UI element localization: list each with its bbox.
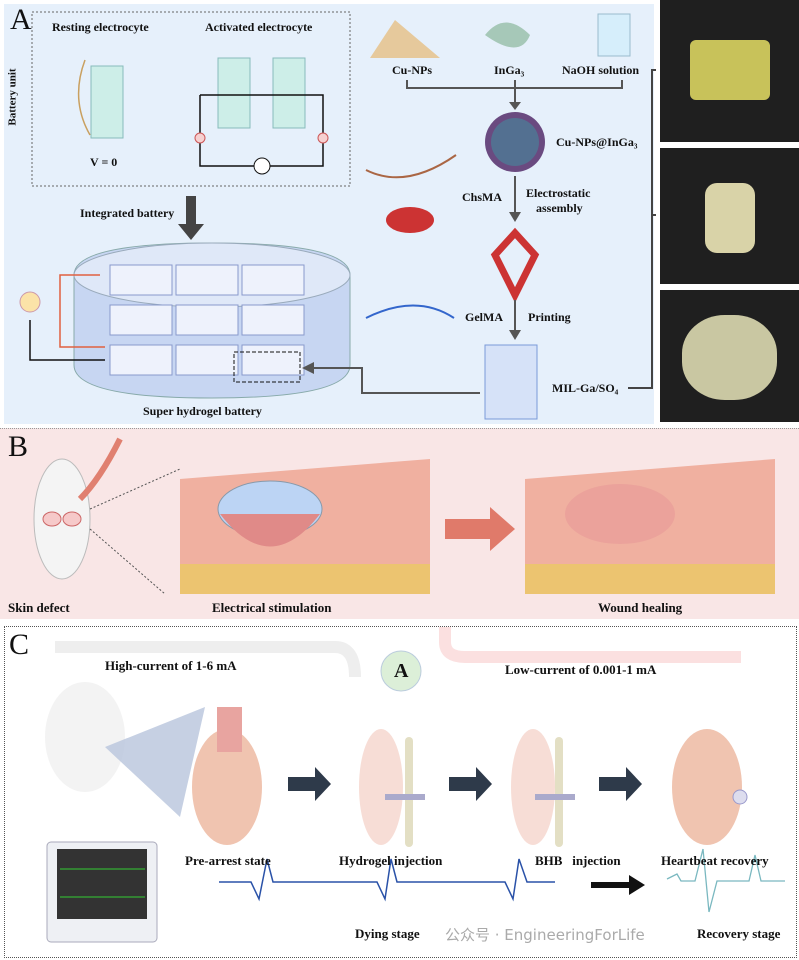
naoh-label: NaOH solution bbox=[562, 63, 640, 77]
super-battery-label: Super hydrogel battery bbox=[143, 404, 262, 418]
high-current-arrow bbox=[55, 641, 361, 678]
rat-illustration bbox=[45, 682, 125, 792]
pointer-arrow bbox=[77, 437, 123, 502]
arrow-2 bbox=[449, 767, 492, 801]
bhb-injection-label: BHB injection bbox=[535, 853, 621, 868]
electron-icon-left bbox=[194, 132, 206, 144]
cu-nps-label: Cu-NPs bbox=[392, 63, 433, 77]
panel-a: A Battery unit Resting electrocyte Activ… bbox=[0, 0, 656, 426]
heart-bhb bbox=[511, 729, 555, 845]
arrow-3 bbox=[599, 767, 642, 801]
badge-label: A bbox=[394, 660, 409, 682]
badge-circle bbox=[380, 650, 422, 692]
heartbeat-recovery-label: Heartbeat recovery bbox=[661, 853, 769, 868]
resting-label: Resting electrocyte bbox=[52, 20, 149, 34]
down-arrow bbox=[186, 196, 196, 226]
printing-label: Printing bbox=[528, 310, 571, 324]
chsma-label: ChsMA bbox=[462, 190, 503, 204]
inga3-label: InGa₃ bbox=[494, 63, 525, 77]
ecg-dying bbox=[219, 858, 555, 902]
panel-b: B Skin defect Electrical stimulation Wou… bbox=[0, 428, 799, 619]
photo-hydrogel-2 bbox=[660, 148, 799, 284]
panel-a-letter: A bbox=[10, 3, 32, 36]
electron-icon-right bbox=[317, 132, 329, 144]
return-arrow bbox=[310, 367, 480, 394]
gelma-label: GelMA bbox=[465, 310, 503, 324]
gelma-molecule bbox=[365, 304, 455, 319]
skin-defect-label: Skin defect bbox=[8, 600, 70, 615]
battery-unit-box bbox=[31, 11, 351, 187]
assembly-label: assembly bbox=[536, 201, 583, 215]
battery-unit-label: Battery unit bbox=[6, 68, 19, 126]
watermark: 公众号 · EngineeringForLife bbox=[445, 926, 645, 944]
pre-arrest-label: Pre-arrest state bbox=[185, 853, 271, 868]
heart-hydrogel bbox=[359, 729, 403, 845]
healing-label: Wound healing bbox=[598, 600, 683, 615]
recovery-stage-label: Recovery stage bbox=[697, 926, 781, 941]
resting-electrocyte bbox=[90, 65, 124, 139]
panel-b-letter: B bbox=[8, 430, 29, 463]
mil-label: MIL-Ga/SO₄ bbox=[552, 381, 619, 395]
panel-c-letter: C bbox=[9, 628, 30, 661]
load-icon bbox=[253, 157, 271, 175]
arrow-1 bbox=[288, 767, 331, 801]
heart-pre-arrest bbox=[192, 729, 262, 845]
low-current-label: Low-current of 0.001-1 mA bbox=[505, 662, 657, 677]
panel-c: C High-current of 1-6 mA A Low-current o… bbox=[4, 626, 797, 958]
activated-electrocyte-1 bbox=[217, 57, 251, 129]
inga3-droplet bbox=[485, 22, 530, 48]
recovery-arrow bbox=[591, 875, 645, 895]
chsma-molecule bbox=[365, 154, 457, 179]
photo-hydrogel-1 bbox=[660, 0, 799, 142]
rib bbox=[405, 737, 413, 847]
voltage-label: V = 0 bbox=[90, 155, 118, 169]
composite-label: Cu-NPs@InGa₃ bbox=[556, 135, 638, 149]
panel-c-graphics bbox=[45, 627, 785, 943]
ecg-recovery bbox=[666, 848, 785, 913]
panel-b-graphics bbox=[33, 437, 775, 595]
dying-stage-label: Dying stage bbox=[355, 926, 420, 941]
chsma-3d bbox=[386, 207, 434, 233]
printed-hydrogel-cube bbox=[484, 344, 538, 420]
right-arrow bbox=[445, 507, 515, 551]
stimulation-label: Electrical stimulation bbox=[212, 600, 332, 615]
low-current-arrow bbox=[439, 627, 741, 663]
battery-cells bbox=[109, 264, 305, 376]
rat-illustration bbox=[33, 458, 91, 580]
activated-electrocyte-2 bbox=[272, 57, 306, 129]
cu-nps-ingag3-sphere bbox=[485, 112, 545, 172]
mof-structure bbox=[490, 227, 540, 303]
integrated-label: Integrated battery bbox=[80, 206, 175, 220]
photo-bracket bbox=[628, 69, 656, 389]
selected-cell-box bbox=[233, 351, 301, 383]
heart-recovery bbox=[672, 729, 742, 845]
electrostatic-label: Electrostatic bbox=[526, 186, 591, 200]
cu-nps-powder bbox=[370, 20, 440, 58]
photo-hydrogel-3 bbox=[660, 290, 799, 422]
zoom-cone bbox=[105, 707, 205, 817]
hydrogel-injection-label: Hydrogel injection bbox=[339, 853, 443, 868]
activated-label: Activated electrocyte bbox=[205, 20, 313, 34]
naoh-beaker bbox=[597, 13, 631, 57]
panel-a-graphics bbox=[4, 4, 656, 424]
light-bulb-icon bbox=[19, 291, 41, 313]
high-current-label: High-current of 1-6 mA bbox=[105, 658, 237, 673]
